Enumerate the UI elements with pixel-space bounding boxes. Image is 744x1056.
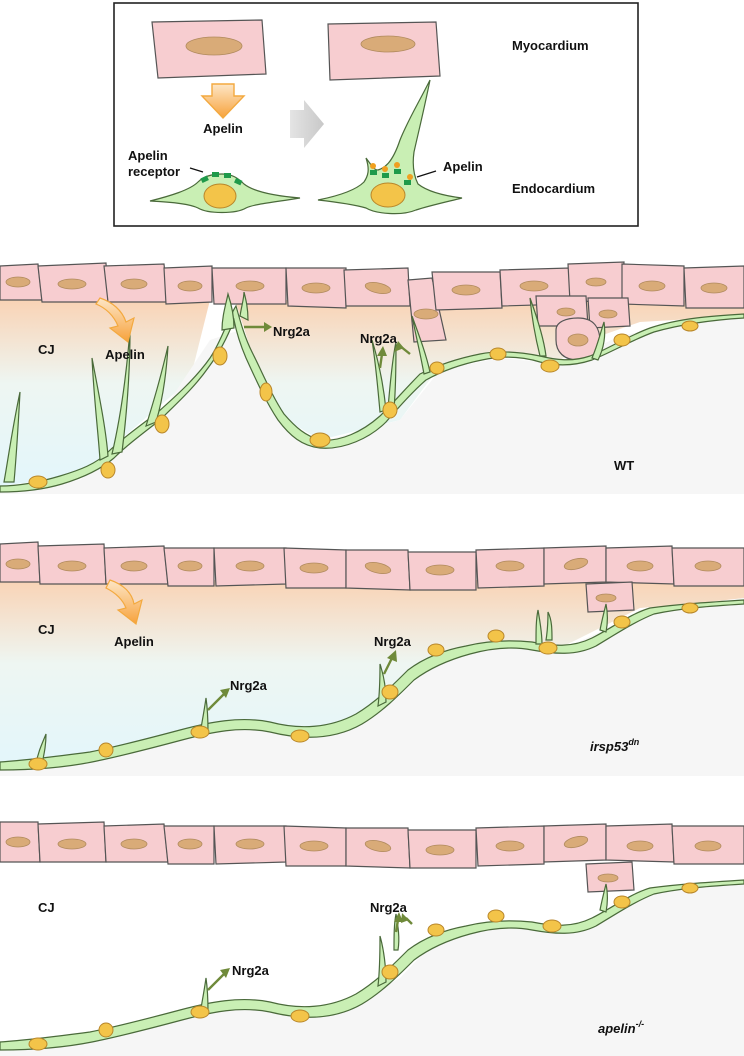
apelin-receptor-leader-line [189,167,204,173]
apelin-receptor-icons-left [200,172,243,186]
inset-apelin-right-label: Apelin [443,159,483,174]
irsp53-endocardium [0,599,744,771]
inset-endocardial-nucleus-left [203,183,237,209]
apelin-ligand-dots [370,162,413,180]
apelin-mutant-cj-label: CJ [38,900,55,915]
irsp53-nrg2a-arrowhead-2 [387,650,397,662]
inset-myocyte-nucleus-right [360,35,416,53]
inset-apelin-arrow [200,83,246,120]
irsp53-cardiac-jelly [0,580,744,766]
wt-nrg2a-arrowhead-1 [264,322,272,332]
panel-apelin-mutant: Nrg2a Nrg2a CJ apelin-/- [0,821,744,1056]
inset-apelin-label: Apelin [203,121,243,136]
inset-endocardium-label: Endocardium [512,181,595,196]
inset-apelin-receptor-label-1: Apelin [128,148,168,163]
panel-irsp53: Apelin Nrg2a Nrg2a CJ irsp53dn [0,541,744,776]
wt-apelin-label: Apelin [105,347,145,362]
inset-apelin-receptor-label-2: receptor [128,164,180,179]
irsp53-nrg2a-label-2: Nrg2a [374,634,412,649]
inset-transition-arrow [290,100,324,148]
wt-cj-label: CJ [38,342,55,357]
irsp53-nrg2a-label-1: Nrg2a [230,678,268,693]
apelin-mutant-nrg2a-arrowhead-1 [220,968,230,978]
apelin-mutant-nrg2a-label-2: Nrg2a [370,900,408,915]
irsp53-cj-label: CJ [38,622,55,637]
wt-myocardium [0,261,744,361]
apelin-mutant-myocardium [0,821,744,893]
wt-nrg2a-label-2: Nrg2a [360,331,398,346]
irsp53-lumen [0,598,744,776]
apelin-mutant-endocardium [0,879,744,1051]
wt-endocardium [0,291,744,493]
wt-apelin-arrow [95,297,135,344]
wt-nrg2a-arrowhead-2a [377,346,387,356]
irsp53-nrg2a-arrowhead-1 [220,688,230,698]
wt-nrg2a-label-1: Nrg2a [273,324,311,339]
wt-nrg2a-arrow-2a [378,353,384,369]
apelin-mutant-lumen [0,880,744,1056]
apelin-mutant-nrg2a-arrowhead-2b [401,913,409,923]
apelin-leader-line [416,170,437,178]
apelin-mutant-nrg2a-label-1: Nrg2a [232,963,270,978]
inset-myocyte-nucleus-left [185,36,243,56]
irsp53-genotype-label: irsp53dn [590,737,640,754]
irsp53-nrg2a-arrow-2 [382,657,394,675]
wt-genotype-label: WT [614,458,634,473]
irsp53-myocardium [0,541,744,613]
apelin-mutant-nrg2a-arrowhead-2a [394,912,403,922]
wt-lumen [0,316,744,494]
irsp53-apelin-arrow [105,579,143,626]
inset-endocardial-nucleus-right [370,182,406,208]
apelin-mutant-genotype-label: apelin-/- [598,1019,644,1036]
inset-myocardium-label: Myocardium [512,38,589,53]
apelin-receptor-icons-right [370,169,411,185]
inset-schematic: Apelin Apelin receptor [113,2,639,227]
irsp53-nrg2a-arrow-1 [207,693,225,711]
wt-nrg2a-arrowhead-2b [394,341,404,352]
irsp53-apelin-label: Apelin [114,634,154,649]
apelin-mutant-nrg2a-arrow-1 [207,973,225,991]
panel-wt: Apelin Nrg2a Nrg2a CJ WT [0,261,744,494]
